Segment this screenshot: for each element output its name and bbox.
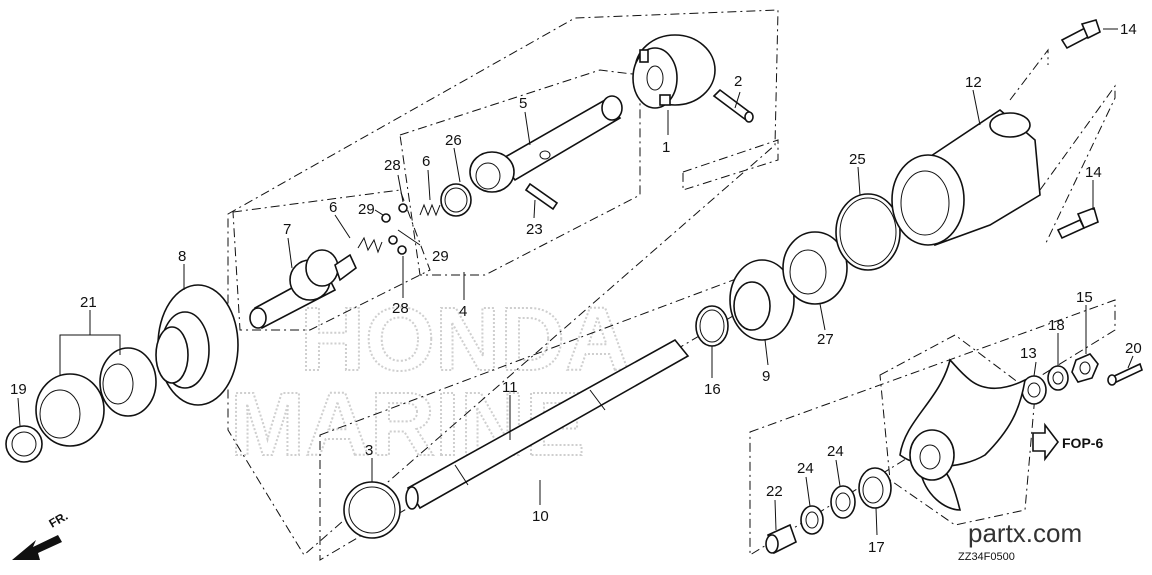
outline-shift-rod-group xyxy=(399,69,641,276)
bearing-21-roller xyxy=(99,347,157,417)
site-brand[interactable]: partx.com xyxy=(968,518,1082,548)
ring-3 xyxy=(343,481,401,539)
propeller xyxy=(899,358,1027,511)
outline-clutch-group xyxy=(232,189,431,331)
callout-6-lower: 6 xyxy=(329,199,337,216)
front-arrow-icon xyxy=(12,535,62,560)
propeller-shaft xyxy=(405,338,690,510)
fop-arrow-icon xyxy=(1032,422,1060,462)
callout-8: 8 xyxy=(178,248,186,265)
outline-dog-leader xyxy=(682,139,779,191)
bolt-14-top xyxy=(1060,19,1101,50)
callout-19: 19 xyxy=(10,381,27,398)
spring-upper xyxy=(419,203,441,217)
cotter-pin-20 xyxy=(1107,362,1143,386)
callout-20: 20 xyxy=(1125,340,1142,357)
outline-shift-assembly xyxy=(227,9,779,556)
washer-18 xyxy=(1047,365,1069,391)
balls xyxy=(381,203,408,255)
callout-14-bottom: 14 xyxy=(1085,164,1102,181)
callout-24-left: 24 xyxy=(797,460,814,477)
callout-16: 16 xyxy=(704,381,721,398)
callout-11: 11 xyxy=(502,379,518,396)
outline-housing-top xyxy=(1009,48,1049,101)
callout-4: 4 xyxy=(459,303,467,320)
clutch-dog xyxy=(632,34,716,109)
thrust-washer-17 xyxy=(858,467,892,509)
diagram-code: ZZ34F0500 xyxy=(958,551,1015,563)
castle-nut-15 xyxy=(1071,353,1099,383)
watermark-line1: HONDA xyxy=(300,290,630,390)
callout-7: 7 xyxy=(283,221,291,238)
bearing-holder-12 xyxy=(891,108,1041,247)
bearing-27 xyxy=(782,231,848,305)
callout-25: 25 xyxy=(849,151,866,168)
callout-27: 27 xyxy=(817,331,834,348)
washer-24-left xyxy=(800,505,824,535)
callout-22: 22 xyxy=(766,483,783,500)
callout-17: 17 xyxy=(868,539,885,556)
callout-13: 13 xyxy=(1020,345,1037,362)
bolt-14-bottom xyxy=(1056,206,1099,240)
washer-24-right xyxy=(830,485,856,519)
front-label: FR. xyxy=(47,509,71,531)
callout-29-right: 29 xyxy=(432,248,449,265)
pin-2 xyxy=(712,88,754,123)
callout-14-top: 14 xyxy=(1120,21,1137,38)
o-ring-25 xyxy=(835,193,901,271)
callout-5: 5 xyxy=(519,95,527,112)
circlip-6 xyxy=(440,183,472,217)
bevel-gear-8 xyxy=(155,284,239,406)
callout-23: 23 xyxy=(526,221,543,238)
callout-1: 1 xyxy=(662,139,670,156)
bearing-21-race xyxy=(35,373,105,447)
outline-prop-hardware xyxy=(749,299,1116,556)
callout-2: 2 xyxy=(734,73,742,90)
washer-13 xyxy=(1021,375,1047,405)
callout-28-upper: 28 xyxy=(384,157,401,174)
spacer-22 xyxy=(765,523,797,555)
callout-24-right: 24 xyxy=(827,443,844,460)
callout-6-upper: 6 xyxy=(422,153,430,170)
callout-9: 9 xyxy=(762,368,770,385)
front-direction: FR. xyxy=(12,509,70,560)
callout-28-lower: 28 xyxy=(392,300,409,317)
callout-3: 3 xyxy=(365,442,373,459)
spring-lower xyxy=(357,236,383,254)
callout-12: 12 xyxy=(965,74,982,91)
pin-23 xyxy=(524,182,559,211)
shim-16 xyxy=(695,305,729,347)
collar-26 xyxy=(469,151,515,193)
watermark: HONDA MARINE xyxy=(229,289,631,476)
fop-reference: FOP-6 xyxy=(1032,422,1103,462)
leader-lines xyxy=(17,28,1134,536)
clutch-shaft xyxy=(249,249,357,330)
outline-housing-right xyxy=(1039,84,1116,246)
callout-15: 15 xyxy=(1076,289,1093,306)
callout-10: 10 xyxy=(532,508,549,525)
shim-19 xyxy=(5,425,43,463)
callout-labels: 1 2 3 4 5 6 6 7 8 9 10 11 12 13 14 14 15… xyxy=(10,21,1142,556)
callout-21: 21 xyxy=(80,294,97,311)
bevel-gear-9 xyxy=(729,259,795,341)
callout-29-left: 29 xyxy=(358,201,375,218)
fop-label: FOP-6 xyxy=(1062,435,1103,451)
callout-26: 26 xyxy=(445,132,462,149)
callout-18: 18 xyxy=(1048,317,1065,334)
